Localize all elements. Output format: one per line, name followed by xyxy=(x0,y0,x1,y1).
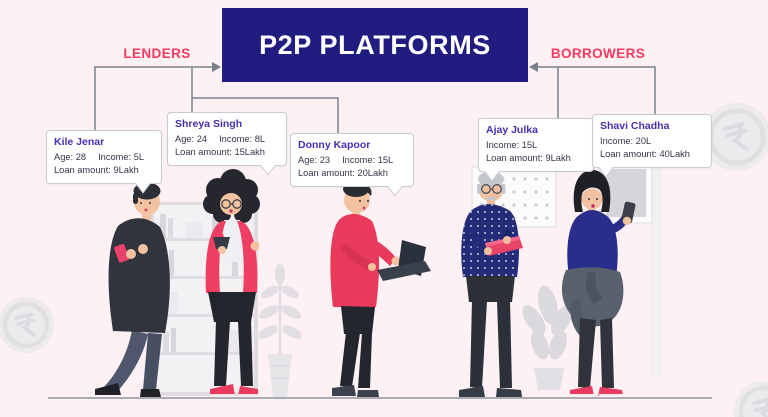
lender-card-shreya-singh: Shreya Singh Age: 24 Income: 8L Loan amo… xyxy=(167,112,287,167)
person-income: Income: 20L xyxy=(600,135,652,146)
p2p-platforms-banner: P2P PLATFORMS xyxy=(222,8,528,82)
borrowers-label: BORROWERS xyxy=(550,46,646,61)
plant-decor xyxy=(258,264,302,397)
person-shreya-singh xyxy=(203,169,260,396)
rupee-coin-icon xyxy=(734,381,768,417)
person-name: Ajay Julka xyxy=(486,124,538,136)
person-age: Age: 24 xyxy=(175,133,208,144)
person-kile-jenar xyxy=(95,182,170,397)
person-income: Income: 5L xyxy=(98,151,145,162)
borrower-card-shavi-chadha: Shavi Chadha Income: 20L Loan amount: 40… xyxy=(592,114,712,169)
person-name: Kile Jenar xyxy=(54,136,105,148)
rupee-coin-icon xyxy=(703,103,768,171)
rupee-coin-icon xyxy=(0,297,54,353)
person-ajay-julka xyxy=(459,171,523,397)
person-shavi-chadha xyxy=(561,170,636,397)
potted-plant-decor xyxy=(522,285,573,390)
person-age: Age: 28 xyxy=(54,151,87,162)
person-income: Income: 15L xyxy=(342,154,394,165)
lenders-label: LENDERS xyxy=(123,46,191,61)
person-income: Income: 15L xyxy=(486,139,538,150)
person-loan: Loan amount: 9Lakh xyxy=(486,152,571,163)
borrowers-connector-lines xyxy=(529,62,656,119)
person-loan: Loan amount: 40Lakh xyxy=(600,148,690,159)
person-name: Shavi Chadha xyxy=(600,120,670,132)
person-age: Age: 23 xyxy=(298,154,331,165)
person-name: Shreya Singh xyxy=(175,118,243,130)
person-donny-kapoor xyxy=(330,181,431,397)
lender-card-kile-jenar: Kile Jenar Age: 28 Income: 5L Loan amoun… xyxy=(46,130,162,185)
person-loan: Loan amount: 9Lakh xyxy=(54,164,139,175)
person-income: Income: 8L xyxy=(219,133,266,144)
person-name: Donny Kapoor xyxy=(298,139,371,151)
lenders-connector-lines xyxy=(94,62,339,134)
person-loan: Loan amount: 15Lakh xyxy=(175,146,265,157)
banner-title: P2P PLATFORMS xyxy=(259,29,491,60)
lender-card-donny-kapoor: Donny Kapoor Age: 23 Income: 15L Loan am… xyxy=(290,133,414,188)
borrower-card-ajay-julka: Ajay Julka Income: 15L Loan amount: 9Lak… xyxy=(478,118,594,173)
person-loan: Loan amount: 20Lakh xyxy=(298,167,388,178)
